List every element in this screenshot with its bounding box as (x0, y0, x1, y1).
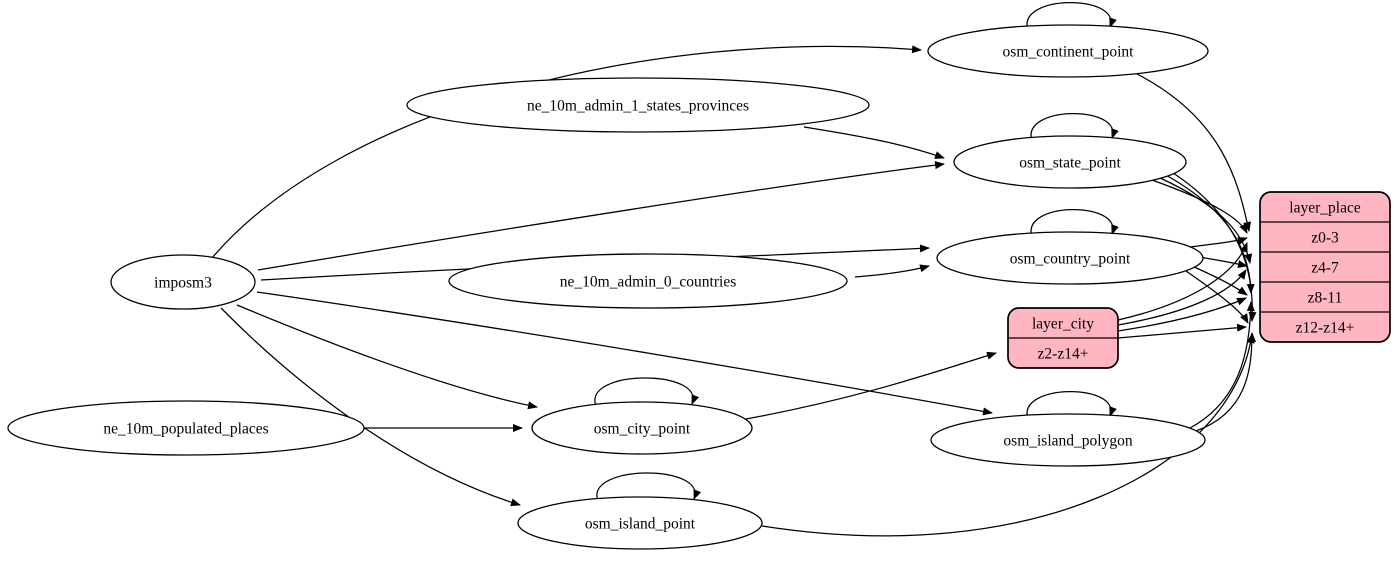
table-node-osm_country_point: osm_country_point (936, 231, 1204, 285)
table-label-imposm3: imposm3 (154, 275, 212, 292)
edge-self-loop-osm_state_point (1030, 113, 1119, 142)
layer-title-layer_city: layer_city (1032, 316, 1094, 333)
layer-node-layer_place: layer_place z0-3 z4-7 z8-11 z12-z14+ (1259, 191, 1391, 343)
edge-osm_continent_point-to-layer_place-z0-3 (1136, 73, 1252, 232)
edge-osm_country_point-to-layer_place-z4-7 (1198, 256, 1248, 268)
layer-node-layer_city: layer_city z2-z14+ (1007, 307, 1119, 369)
table-node-osm_city_point: osm_city_point (531, 401, 753, 455)
edge-self-loop-osm_continent_point (1026, 2, 1117, 31)
edge-osm_island_point-to-layer_place-z12-z14+ (761, 333, 1255, 537)
edge-layer_city-to-layer_place-z12-z14+ (1117, 323, 1247, 339)
table-node-ne_10m_admin_0_countries: ne_10m_admin_0_countries (448, 253, 848, 309)
edge-osm_island_polygon-to-layer_place-z8-11 (1189, 301, 1255, 429)
table-ellipse-osm_continent_point (927, 24, 1209, 78)
edge-ne_10m_admin_0_countries-to-osm_country_point (854, 264, 930, 278)
edge-osm_country_point-to-layer_place-z8-11 (1193, 266, 1248, 296)
table-node-ne_10m_admin_1_states_provinces: ne_10m_admin_1_states_provinces (406, 77, 870, 133)
edge-imposm3-to-osm_state_point (257, 161, 945, 271)
table-ellipse-osm_state_point (953, 135, 1187, 189)
table-ellipse-ne_10m_admin_1_states_provinces (406, 77, 870, 133)
layer-title-layer_place: layer_place (1289, 200, 1361, 217)
table-ellipse-osm_island_point (517, 496, 763, 550)
table-node-osm_island_polygon: osm_island_polygon (930, 413, 1206, 467)
edge-ne_10m_admin_1_states_provinces-to-osm_state_point (803, 126, 945, 159)
table-label-osm_city_point: osm_city_point (594, 421, 691, 438)
table-ellipse-ne_10m_populated_places (7, 400, 365, 456)
edge-osm_island_polygon-to-layer_place-z12-z14+ (1195, 332, 1256, 432)
table-node-imposm3: imposm3 (110, 254, 256, 310)
table-ellipse-imposm3 (110, 254, 256, 310)
table-label-ne_10m_populated_places: ne_10m_populated_places (103, 421, 268, 438)
edge-osm_state_point-to-layer_place-z8-11 (1163, 173, 1255, 294)
edge-self-loop-osm_island_polygon (1026, 391, 1117, 420)
layer-row-layer_place-3: z8-11 (1308, 290, 1343, 307)
edge-osm_state_point-to-layer_place-z0-3 (1151, 179, 1248, 234)
table-ellipse-osm_island_polygon (930, 413, 1206, 467)
table-label-osm_island_polygon: osm_island_polygon (1003, 433, 1132, 450)
table-label-osm_continent_point: osm_continent_point (1003, 44, 1135, 61)
layer-box-layer_place (1259, 191, 1391, 343)
table-ellipse-ne_10m_admin_0_countries (448, 253, 848, 309)
edge-layer_city-to-layer_place-z4-7 (1117, 269, 1247, 326)
edge-imposm3-to-osm_continent_point (211, 45, 922, 259)
table-ellipse-osm_city_point (531, 401, 753, 455)
table-label-osm_state_point: osm_state_point (1019, 155, 1121, 172)
edge-imposm3-to-osm_city_point (236, 304, 538, 410)
edge-imposm3-to-osm_island_polygon (256, 291, 993, 416)
edge-self-loop-osm_city_point (594, 377, 700, 407)
table-label-ne_10m_admin_0_countries: ne_10m_admin_0_countries (560, 274, 737, 291)
table-node-osm_state_point: osm_state_point (953, 135, 1187, 189)
table-node-ne_10m_populated_places: ne_10m_populated_places (7, 400, 365, 456)
layer-row-layer_place-2: z4-7 (1311, 260, 1339, 277)
edge-self-loop-osm_country_point (1030, 209, 1119, 238)
table-label-ne_10m_admin_1_states_provinces: ne_10m_admin_1_states_provinces (527, 98, 749, 115)
table-label-osm_island_point: osm_island_point (585, 516, 696, 533)
edge-self-loop-osm_island_point (596, 472, 702, 502)
edge-layer_city-to-layer_place-z8-11 (1117, 297, 1247, 332)
edge-osm_city_point-to-layer_city-z2-z14+ (745, 351, 997, 420)
layer-row-layer_place-4: z12-z14+ (1296, 320, 1355, 337)
table-label-osm_country_point: osm_country_point (1010, 251, 1131, 268)
layer-row-layer_place-1: z0-3 (1311, 230, 1339, 247)
table-node-osm_continent_point: osm_continent_point (927, 24, 1209, 78)
layer-row-layer_city-1: z2-z14+ (1038, 346, 1089, 363)
edge-osm_state_point-to-layer_place-z4-7 (1157, 176, 1253, 264)
table-node-osm_island_point: osm_island_point (517, 496, 763, 550)
nodes-group: imposm3 ne_10m_admin_1_states_provincesne… (7, 24, 1391, 550)
table-ellipse-osm_country_point (936, 231, 1204, 285)
edge-osm_country_point-to-layer_place-z0-3 (1189, 237, 1248, 248)
edge-osm_country_point-to-layer_place-z12-z14+ (1185, 270, 1249, 324)
